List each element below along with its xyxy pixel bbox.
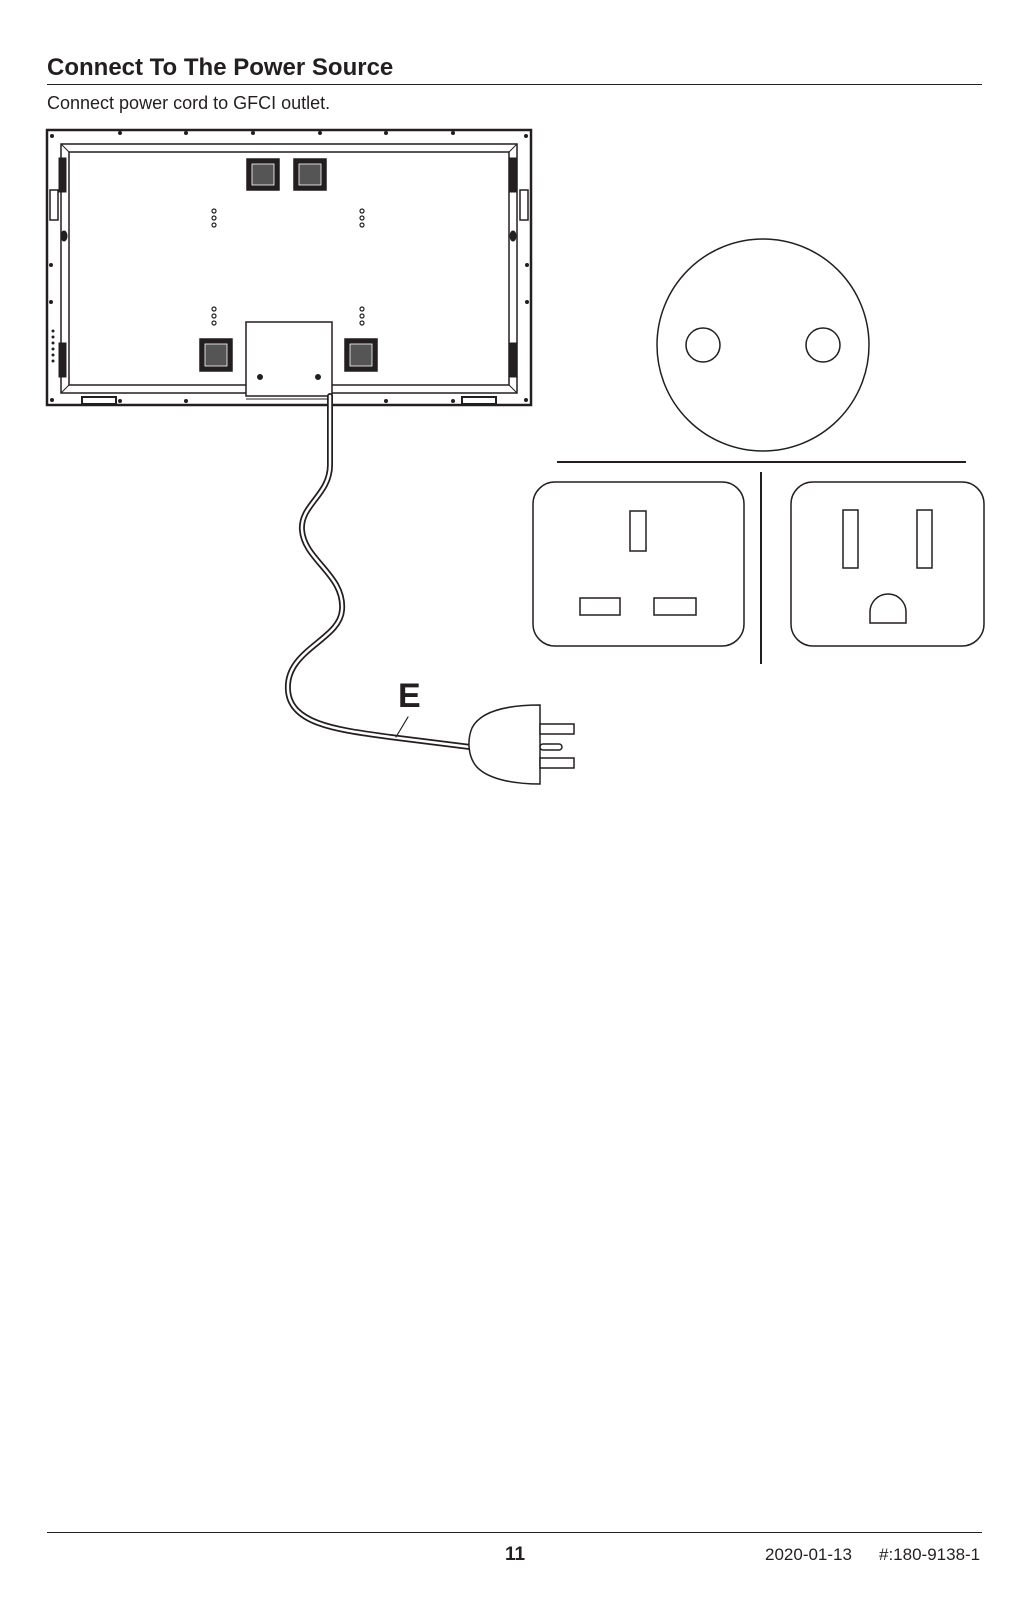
power-cord (284, 393, 473, 750)
document-date: 2020-01-13 (765, 1545, 852, 1564)
round-socket-outlet (656, 238, 870, 452)
british-outlet (532, 481, 745, 647)
footer-divider (47, 1532, 982, 1533)
installation-figure (45, 128, 985, 785)
mirror-back-panel (45, 128, 533, 407)
document-id: #:180-9138-1 (879, 1545, 981, 1564)
power-plug (468, 704, 575, 785)
page-number: 11 (504, 1544, 526, 1565)
us-outlet (790, 481, 985, 647)
title-divider (47, 84, 982, 85)
section-title: Connect To The Power Source (47, 54, 394, 81)
instruction-text: Connect power cord to GFCI outlet. (47, 93, 331, 113)
cord-callout-label: E (398, 677, 421, 715)
